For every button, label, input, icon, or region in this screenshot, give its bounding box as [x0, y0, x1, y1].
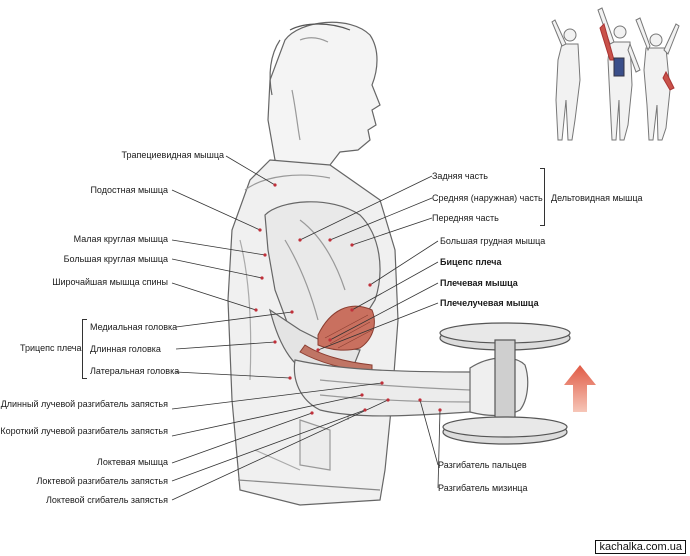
forearm — [293, 359, 506, 417]
label-triceps-group: Трицепс плеча — [20, 343, 82, 353]
inset-figure-middle — [597, 7, 641, 141]
label-infraspinatus: Подостная мышца — [90, 185, 168, 195]
label-ecr-brevis: Короткий лучевой разгибатель запястья — [0, 426, 168, 436]
label-deltoid-group: Дельтовидная мышца — [551, 193, 643, 203]
label-brachialis: Плечевая мышца — [440, 278, 518, 288]
label-brachioradialis: Плечелучевая мышца — [440, 298, 539, 308]
label-triceps-lateral: Латеральная головка — [90, 366, 180, 376]
label-biceps: Бицепс плеча — [440, 257, 502, 267]
label-anconeus: Локтевая мышца — [96, 457, 168, 467]
label-ecr-longus: Длинный лучевой разгибатель запястья — [0, 399, 168, 409]
label-dots — [254, 183, 442, 415]
head — [267, 21, 381, 171]
label-latissimus: Широчайшая мышца спины — [52, 277, 168, 287]
leader-lines — [171, 155, 441, 501]
label-ext-digiti-minimi: Разгибатель мизинца — [438, 483, 528, 493]
label-deltoid-middle: Средняя (наружная) часть — [432, 193, 543, 203]
label-ext-digitorum: Разгибатель пальцев — [438, 460, 527, 470]
label-teres-major: Большая круглая мышца — [63, 254, 168, 264]
triceps-bracket — [82, 319, 87, 379]
label-fcu: Локтевой сгибатель запястья — [46, 495, 168, 505]
label-pectoralis: Большая грудная мышца — [440, 236, 546, 246]
label-teres-minor: Малая круглая мышца — [73, 234, 168, 244]
label-triceps-long: Длинная головка — [90, 344, 161, 354]
website-watermark: kachalka.com.ua — [595, 540, 686, 554]
label-triceps-medial: Медиальная головка — [90, 322, 178, 332]
dumbbell — [439, 322, 571, 445]
label-deltoid-posterior: Задняя часть — [432, 171, 488, 181]
arrow-up-icon — [564, 365, 596, 412]
label-ecu: Локтевой разгибатель запястья — [36, 476, 168, 486]
inset-figure-right — [635, 17, 680, 141]
label-deltoid-anterior: Передняя часть — [432, 213, 499, 223]
label-trapezius: Трапециевидная мышца — [121, 150, 224, 160]
deltoid-bracket — [540, 168, 545, 226]
inset-figure-left — [551, 19, 581, 141]
inset-figures — [551, 7, 680, 141]
